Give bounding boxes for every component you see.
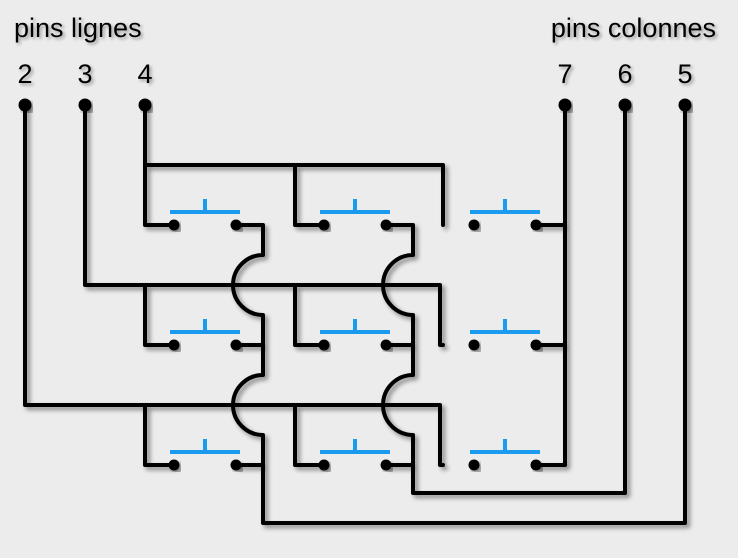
button-terminal — [230, 339, 242, 351]
button-grid — [168, 199, 542, 471]
button-terminal — [168, 339, 180, 351]
column-pin-label: 6 — [617, 59, 633, 89]
button-terminal — [318, 219, 330, 231]
button-terminal — [230, 459, 242, 471]
push-button — [318, 199, 392, 231]
button-terminal — [380, 219, 392, 231]
column-pin-label: 5 — [677, 59, 693, 89]
button-terminal — [318, 459, 330, 471]
row-pins-title: pins lignes — [14, 13, 142, 43]
push-button — [318, 439, 392, 471]
row-wire-pin-2 — [23, 103, 445, 467]
column-pins-title: pins colonnes — [550, 13, 716, 43]
row-wire-pin-3 — [83, 103, 445, 347]
column-pin-connector — [678, 98, 692, 112]
column-pin-connector — [558, 98, 572, 112]
button-terminal — [168, 459, 180, 471]
button-terminal — [468, 339, 480, 351]
row-pin-connector — [18, 98, 32, 112]
push-button — [318, 319, 392, 351]
button-terminal — [318, 339, 330, 351]
column-pin-label: 7 — [557, 59, 573, 89]
row-pin-connector — [78, 98, 92, 112]
button-terminal — [230, 219, 242, 231]
row-wire-pin-4 — [143, 103, 445, 227]
button-terminal — [530, 339, 542, 351]
button-terminal — [468, 459, 480, 471]
button-terminal — [380, 459, 392, 471]
push-button — [168, 199, 242, 231]
wiring — [23, 103, 687, 525]
push-button — [168, 319, 242, 351]
push-button — [468, 319, 542, 351]
row-pin-label: 2 — [17, 59, 33, 89]
button-terminal — [168, 219, 180, 231]
row-pin-label: 4 — [137, 59, 153, 89]
push-button — [468, 199, 542, 231]
row-pin-connector — [138, 98, 152, 112]
button-terminal — [530, 459, 542, 471]
button-terminal — [468, 219, 480, 231]
button-terminal — [380, 339, 392, 351]
button-terminal — [530, 219, 542, 231]
column-wire-pin-7 — [535, 103, 567, 467]
row-pin-label: 3 — [77, 59, 93, 89]
push-button — [468, 439, 542, 471]
pin-connectors — [18, 98, 692, 112]
push-button — [168, 439, 242, 471]
column-wire-pin-5 — [231, 103, 687, 525]
column-pin-connector — [618, 98, 632, 112]
